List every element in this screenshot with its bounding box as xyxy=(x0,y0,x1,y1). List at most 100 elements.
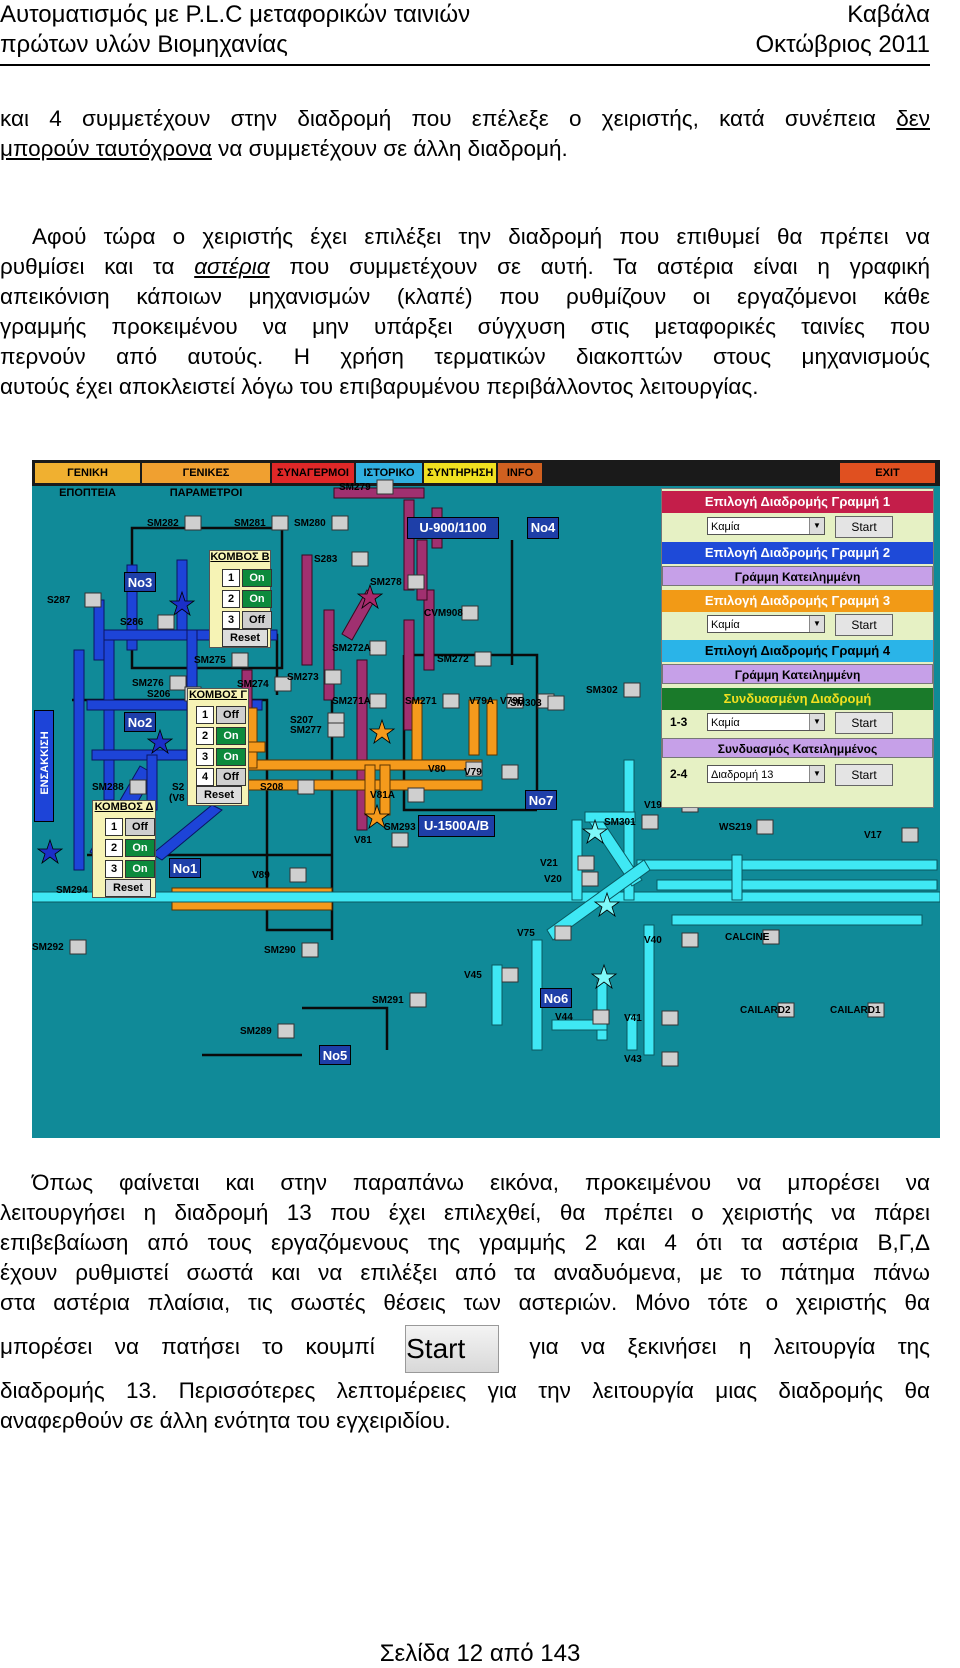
motor-icon[interactable] xyxy=(501,967,519,983)
motor-icon[interactable] xyxy=(369,693,387,709)
motor-icon[interactable] xyxy=(289,867,307,883)
motor-icon[interactable] xyxy=(661,1010,679,1026)
motor-icon[interactable] xyxy=(762,929,780,945)
motor-icon[interactable] xyxy=(461,605,479,621)
equipment-label: CAILARD2 xyxy=(740,1005,791,1016)
tab-info[interactable]: INFO xyxy=(498,463,542,483)
combined-24-select[interactable]: Διαδρομή 13▼ xyxy=(707,765,825,783)
motor-icon[interactable] xyxy=(274,676,292,692)
equipment-label: V20 xyxy=(544,874,562,885)
motor-icon[interactable] xyxy=(506,693,524,709)
motor-icon[interactable] xyxy=(465,761,483,777)
equipment-label: SM280 xyxy=(294,518,326,529)
motor-icon[interactable] xyxy=(581,871,599,887)
tab-general-parameters[interactable]: ΓΕΝΙΚΕΣ ΠΑΡΑΜΕΤΡΟΙ xyxy=(142,463,270,499)
silo-no7[interactable]: No7 xyxy=(525,790,557,810)
motor-icon[interactable] xyxy=(867,1002,885,1018)
silo-no5[interactable]: No5 xyxy=(319,1045,351,1065)
motor-icon[interactable] xyxy=(231,652,249,668)
motor-icon[interactable] xyxy=(277,1023,295,1039)
motor-icon[interactable] xyxy=(301,942,319,958)
node-g-reset-button[interactable]: Reset xyxy=(196,786,242,804)
silo-u900[interactable]: U-900/1100 xyxy=(407,517,499,539)
motor-icon[interactable] xyxy=(351,551,369,567)
equipment-label: S208 xyxy=(260,782,284,793)
paragraph-2: Αφού τώρα ο χειριστής έχει επιλέξει την … xyxy=(0,222,930,402)
equipment-label: S207 xyxy=(290,715,314,726)
motor-icon[interactable] xyxy=(69,939,87,955)
motor-icon[interactable] xyxy=(407,787,425,803)
para2-line1: Αφού τώρα ο χειριστής έχει επιλέξει την … xyxy=(32,224,930,249)
node-d-reset-button[interactable]: Reset xyxy=(105,879,151,897)
motor-icon[interactable] xyxy=(661,1051,679,1067)
motor-icon[interactable] xyxy=(84,592,102,608)
motor-icon[interactable] xyxy=(756,819,774,835)
equipment-label: V19 xyxy=(644,800,662,811)
motor-icon[interactable] xyxy=(407,574,425,590)
scada-tab-bar: ΓΕΝΙΚΗ ΕΠΟΠΤΕΙΑ ΓΕΝΙΚΕΣ ΠΑΡΑΜΕΤΡΟΙ ΣΥΝΑΓ… xyxy=(32,460,940,499)
tab-alarms[interactable]: ΣΥΝΑΓΕΡΜΟΙ xyxy=(272,463,354,483)
silo-no4[interactable]: No4 xyxy=(527,517,559,539)
tab-maintenance[interactable]: ΣΥΝΤΗΡΗΣΗ xyxy=(424,463,496,483)
para1-line2: μπορούν ταυτόχρονα να συμμετέχουν σε άλλ… xyxy=(0,136,568,161)
motor-icon[interactable] xyxy=(324,669,342,685)
chevron-down-icon: ▼ xyxy=(809,714,824,730)
equipment-label: SM278 xyxy=(370,577,402,588)
motor-icon[interactable] xyxy=(501,764,519,780)
motor-icon[interactable] xyxy=(129,779,147,795)
motor-icon[interactable] xyxy=(391,832,409,848)
motor-icon[interactable] xyxy=(331,515,349,531)
tab-history[interactable]: ΙΣΤΟΡΙΚΟ xyxy=(356,463,422,483)
silo-u1500[interactable]: U-1500A/B xyxy=(418,815,495,837)
motor-icon[interactable] xyxy=(577,855,595,871)
equipment-label: SM289 xyxy=(240,1026,272,1037)
motor-icon[interactable] xyxy=(681,932,699,948)
para3-line5: στα αστέρια πλαίσια, τις σωστές θέσεις τ… xyxy=(0,1290,930,1315)
motor-icon[interactable] xyxy=(777,1002,795,1018)
motor-icon[interactable] xyxy=(554,925,572,941)
silo-no1[interactable]: No1 xyxy=(169,858,201,878)
motor-icon[interactable] xyxy=(442,693,460,709)
silo-no6[interactable]: No6 xyxy=(540,988,572,1008)
combined-13-start-button[interactable]: Start xyxy=(835,712,893,734)
equipment-label: CAILARD1 xyxy=(830,1005,881,1016)
motor-icon[interactable] xyxy=(271,515,289,531)
silo-no3[interactable]: No3 xyxy=(124,572,156,592)
motor-icon[interactable] xyxy=(641,814,659,830)
equipment-label: S2 xyxy=(172,782,185,793)
motor-icon[interactable] xyxy=(547,695,565,711)
line3-start-button[interactable]: Start xyxy=(835,614,893,636)
para3-line8: αναφερθούν σε άλλη ενότητα του εγχειριδί… xyxy=(0,1408,451,1433)
motor-icon[interactable] xyxy=(901,827,919,843)
motor-icon[interactable] xyxy=(409,992,427,1008)
tab-exit[interactable]: EXIT xyxy=(840,463,935,483)
header-right: Καβάλα Οκτώβριος 2011 xyxy=(755,0,930,60)
line1-start-button[interactable]: Start xyxy=(835,516,893,538)
motor-icon[interactable] xyxy=(327,722,345,738)
motor-icon[interactable] xyxy=(297,779,315,795)
motor-icon[interactable] xyxy=(184,515,202,531)
motor-icon[interactable] xyxy=(157,614,175,630)
tab-general-overview[interactable]: ΓΕΝΙΚΗ ΕΠΟΠΤΕΙΑ xyxy=(35,463,140,499)
equipment-label: V41 xyxy=(624,1013,642,1024)
combined-13-label: 1-3 xyxy=(670,715,688,729)
equipment-label: V43 xyxy=(624,1054,642,1065)
equipment-label: (V8 xyxy=(169,793,185,804)
line1-route-select[interactable]: Καμία▼ xyxy=(707,517,825,535)
combined-24-start-button[interactable]: Start xyxy=(835,764,893,786)
combined-13-select[interactable]: Καμία▼ xyxy=(707,713,825,731)
line3-route-select[interactable]: Καμία▼ xyxy=(707,615,825,633)
motor-icon[interactable] xyxy=(376,479,394,495)
motor-icon[interactable] xyxy=(474,651,492,667)
combined-24-label: 2-4 xyxy=(670,767,688,781)
equipment-label: SM288 xyxy=(92,782,124,793)
motor-icon[interactable] xyxy=(369,640,387,656)
motor-icon[interactable] xyxy=(592,1009,610,1025)
motor-icon[interactable] xyxy=(169,675,187,691)
silo-no2[interactable]: No2 xyxy=(124,712,156,732)
node-b-reset-button[interactable]: Reset xyxy=(222,629,268,647)
motor-icon[interactable] xyxy=(623,682,641,698)
